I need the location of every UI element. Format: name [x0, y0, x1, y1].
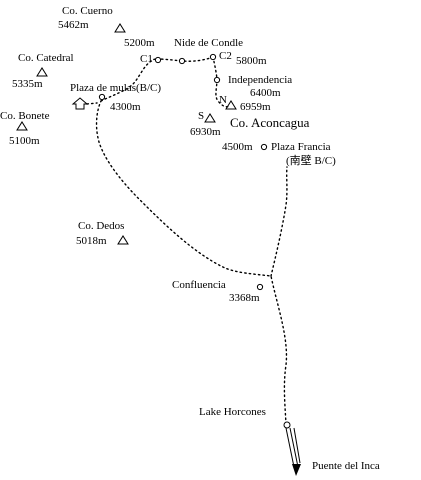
- south-summit-elevation: 6930m: [190, 126, 221, 138]
- camp-independencia-marker: [213, 76, 221, 84]
- confluencia-elevation: 3368m: [229, 292, 260, 304]
- trail-plaza-de-mulas-entry: [86, 102, 98, 105]
- arrow-south-icon: [292, 464, 301, 476]
- trail-plaza-de-mulas-to-c1: [100, 58, 158, 102]
- cerro-catedral-elevation: 5335m: [12, 78, 43, 90]
- peak-dedos-icon: [117, 235, 129, 245]
- aconcagua-name: Co. Aconcagua: [230, 115, 310, 130]
- camp-nido-marker: [178, 57, 186, 65]
- peak-north-summit-icon: [225, 100, 237, 110]
- cerro-bonete-name: Co. Bonete: [0, 110, 50, 122]
- south-summit-mark: S: [198, 110, 204, 122]
- plaza-francia-elevation: 4500m: [222, 141, 253, 153]
- cerro-dedos-name: Co. Dedos: [78, 220, 124, 232]
- independencia-elevation: 6400m: [250, 87, 281, 99]
- plaza-de-mulas-name: Plaza de mulas(B/C): [70, 82, 161, 94]
- plaza-de-mulas-elevation: 4300m: [110, 101, 141, 113]
- confluencia-name: Confluencia: [172, 279, 226, 291]
- peak-bonete-icon: [16, 121, 28, 131]
- north-summit-mark: N: [219, 94, 227, 106]
- lake-horcones-name: Lake Horcones: [199, 406, 266, 418]
- north-summit-elevation: 6959m: [240, 101, 271, 113]
- camp-plaza-de-mulas-marker: [98, 93, 106, 101]
- camp-c1-marker: [154, 56, 162, 64]
- camp-confluencia-marker: [256, 283, 264, 291]
- peak-south-summit-icon: [204, 113, 216, 123]
- lake-horcones-marker: [283, 421, 291, 429]
- trail-c1-to-c2: [156, 56, 214, 62]
- camp2-name: C2: [219, 50, 232, 62]
- puente-del-inca-name: Puente del Inca: [312, 460, 380, 472]
- plaza-francia-note: (南壁 B/C): [286, 153, 336, 167]
- road-to-puente-del-inca: [285, 427, 301, 476]
- cerro-cuerno-name: Co. Cuerno: [62, 5, 113, 17]
- camp1-elevation: 5200m: [124, 37, 155, 49]
- cerro-dedos-elevation: 5018m: [76, 235, 107, 247]
- camp-c2-marker: [209, 53, 217, 61]
- peak-catedral-icon: [36, 67, 48, 77]
- camp1-name: C1: [140, 53, 153, 65]
- nido-de-condores-name: Nide de Condle: [174, 37, 243, 49]
- plaza-francia-name: Plaza Francia: [271, 141, 331, 153]
- shelter-house-icon: [71, 97, 89, 110]
- peak-cuerno-icon: [114, 23, 126, 33]
- trail-confluencia-to-plaza-francia: [270, 166, 288, 277]
- cerro-catedral-name: Co. Catedral: [18, 52, 74, 64]
- camp2-elevation: 5800m: [236, 55, 267, 67]
- trail-c2-to-summit: [212, 56, 231, 108]
- camp-plaza-francia-marker: [260, 143, 268, 151]
- independencia-name: Independencia: [228, 74, 292, 86]
- trail-horcones-to-plaza-de-mulas: [95, 100, 288, 425]
- cerro-bonete-elevation: 5100m: [9, 135, 40, 147]
- cerro-cuerno-elevation: 5462m: [58, 19, 89, 31]
